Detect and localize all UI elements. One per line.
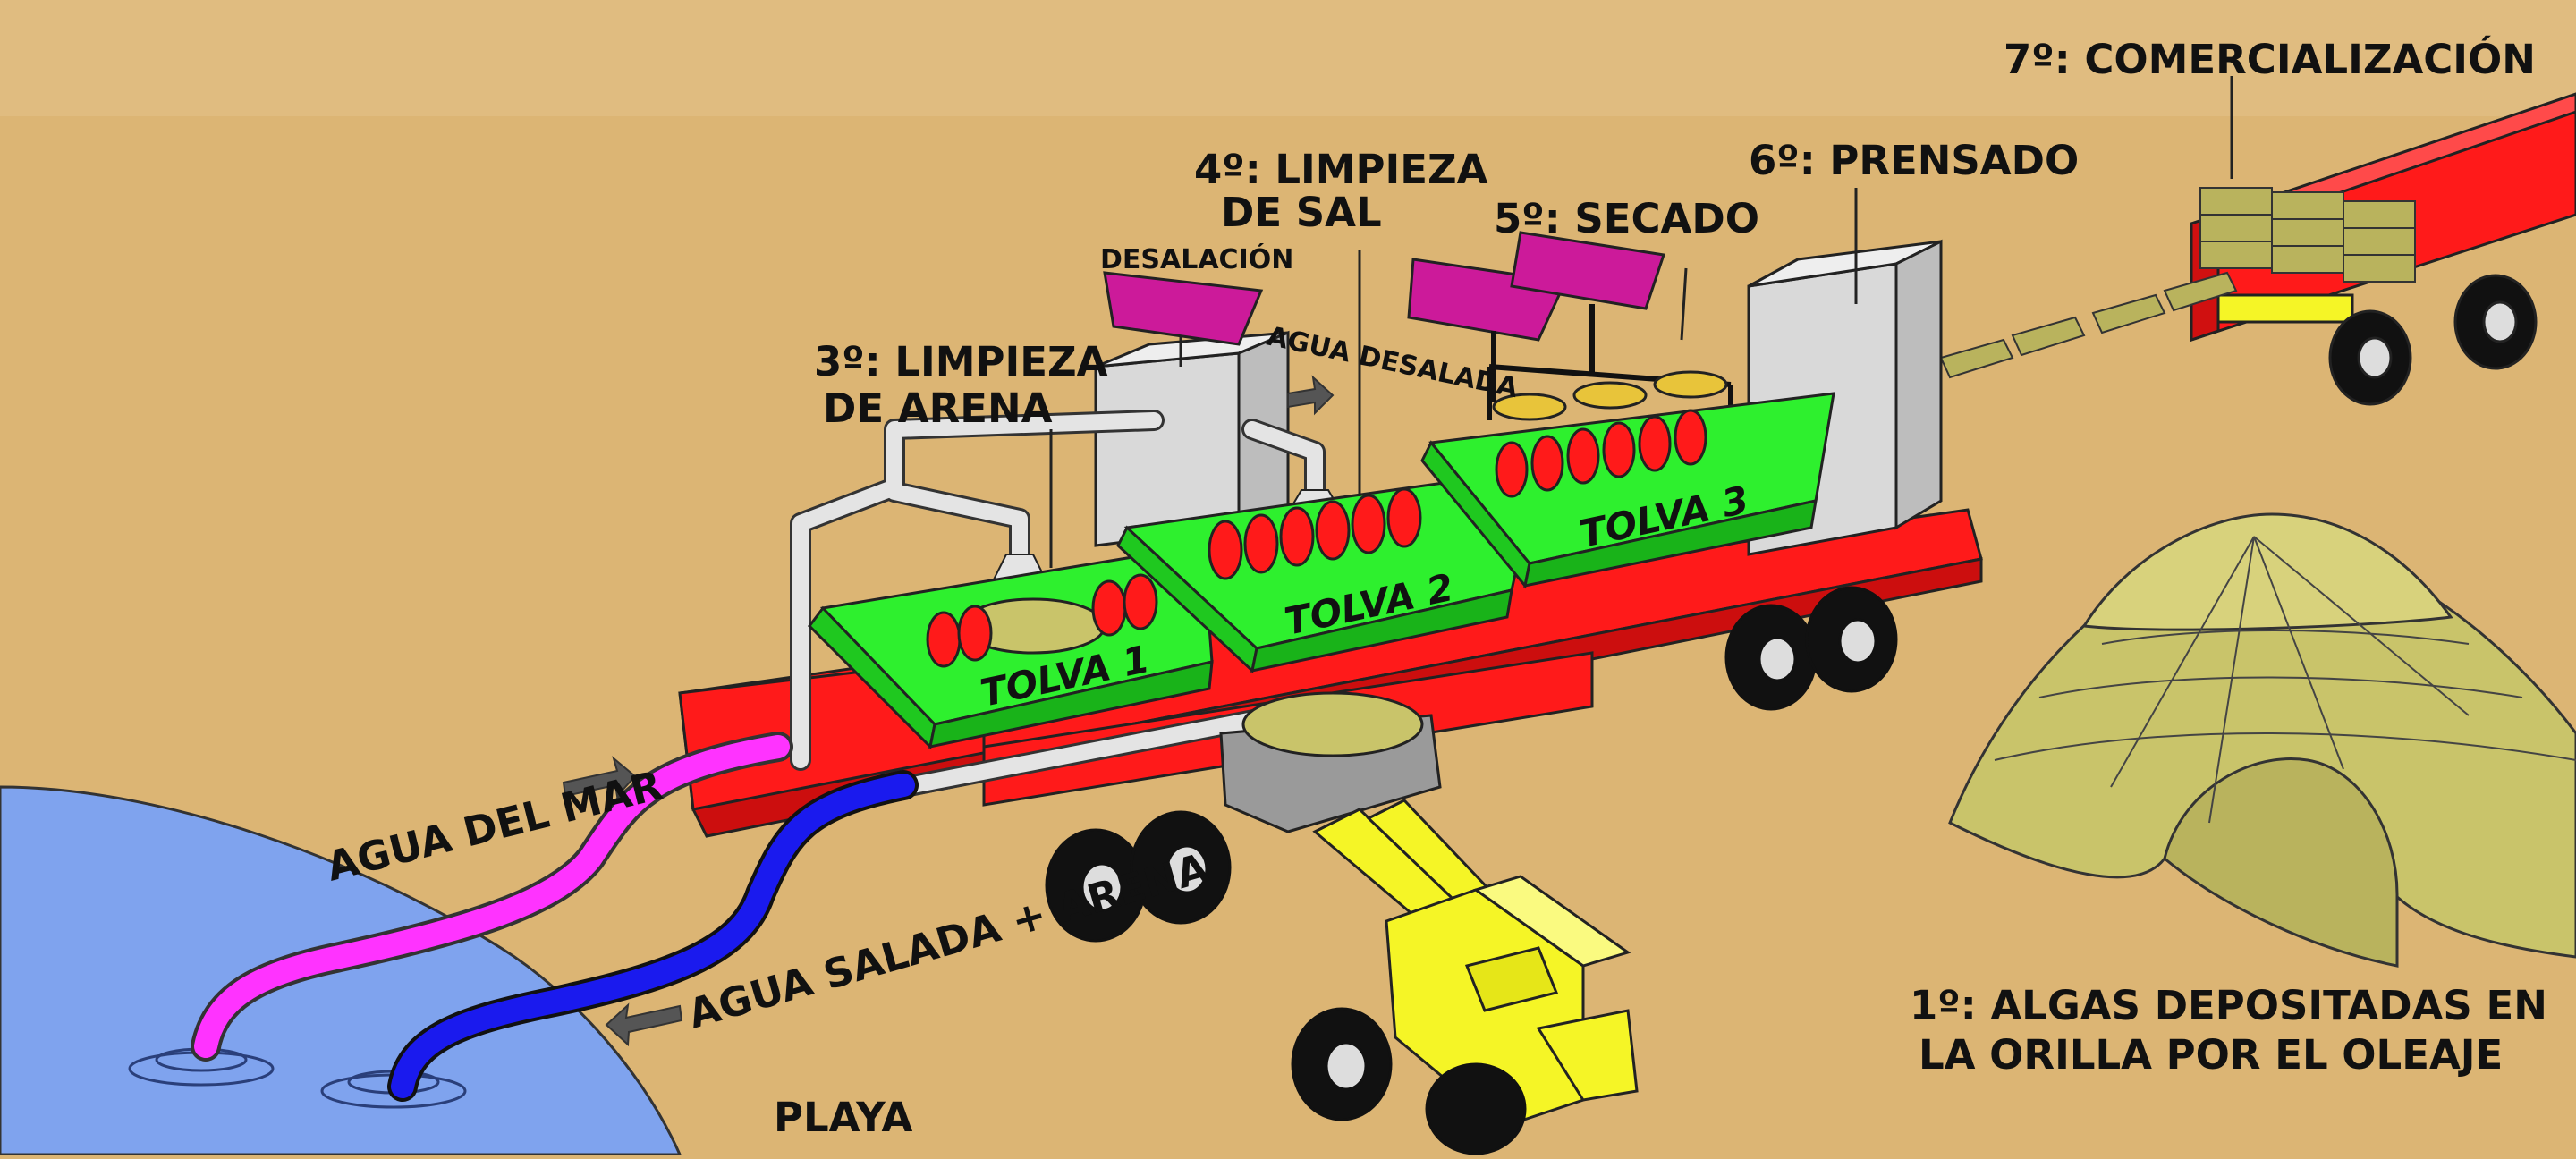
desalination-solar-panel — [1103, 271, 1264, 367]
front-loader — [1312, 799, 1639, 1129]
step7-label: 7º: COMERCIALIZACIÓN — [2004, 36, 2536, 83]
leader-lines — [1049, 188, 1858, 568]
algae-heap — [1948, 512, 2576, 968]
hopper-2 — [1116, 468, 1540, 673]
bale-stack — [2199, 187, 2416, 283]
step3-label-line2: DE ARENA — [823, 385, 1053, 432]
hopper-3 — [1420, 370, 1835, 589]
step1-label-line1: 1º: ALGAS DEPOSITADAS EN — [1910, 982, 2547, 1029]
step3-label-line1: 3º: LIMPIEZA — [814, 338, 1108, 385]
arrow-saltwater-out — [605, 1002, 683, 1047]
step4-label-line2: DE SAL — [1221, 189, 1382, 236]
loader-wheels — [1291, 1007, 1527, 1155]
playa-label: PLAYA — [774, 1094, 912, 1141]
arrow-seawater-in — [562, 756, 637, 799]
loader-bucket — [1219, 691, 1442, 833]
arrow-desalinated-water — [1287, 375, 1335, 416]
step1-label-line2: LA ORILLA POR EL OLEAJE — [1919, 1031, 2503, 1079]
pressed-bales-line — [1939, 271, 2238, 379]
desalination-unit — [1094, 330, 1290, 547]
desalacion-label: DESALACIÓN — [1100, 242, 1293, 275]
sky-haze — [0, 0, 2576, 116]
commercial-truck — [2190, 92, 2576, 406]
drying-solar-panels — [1407, 231, 1733, 420]
step6-label: 6º: PRENSADO — [1749, 137, 2079, 184]
step4-label-line1: 4º: LIMPIEZA — [1194, 146, 1488, 193]
hopper-1 — [808, 544, 1214, 750]
trailer-wheels — [1045, 586, 1898, 943]
step5-label: 5º: SECADO — [1494, 195, 1759, 242]
